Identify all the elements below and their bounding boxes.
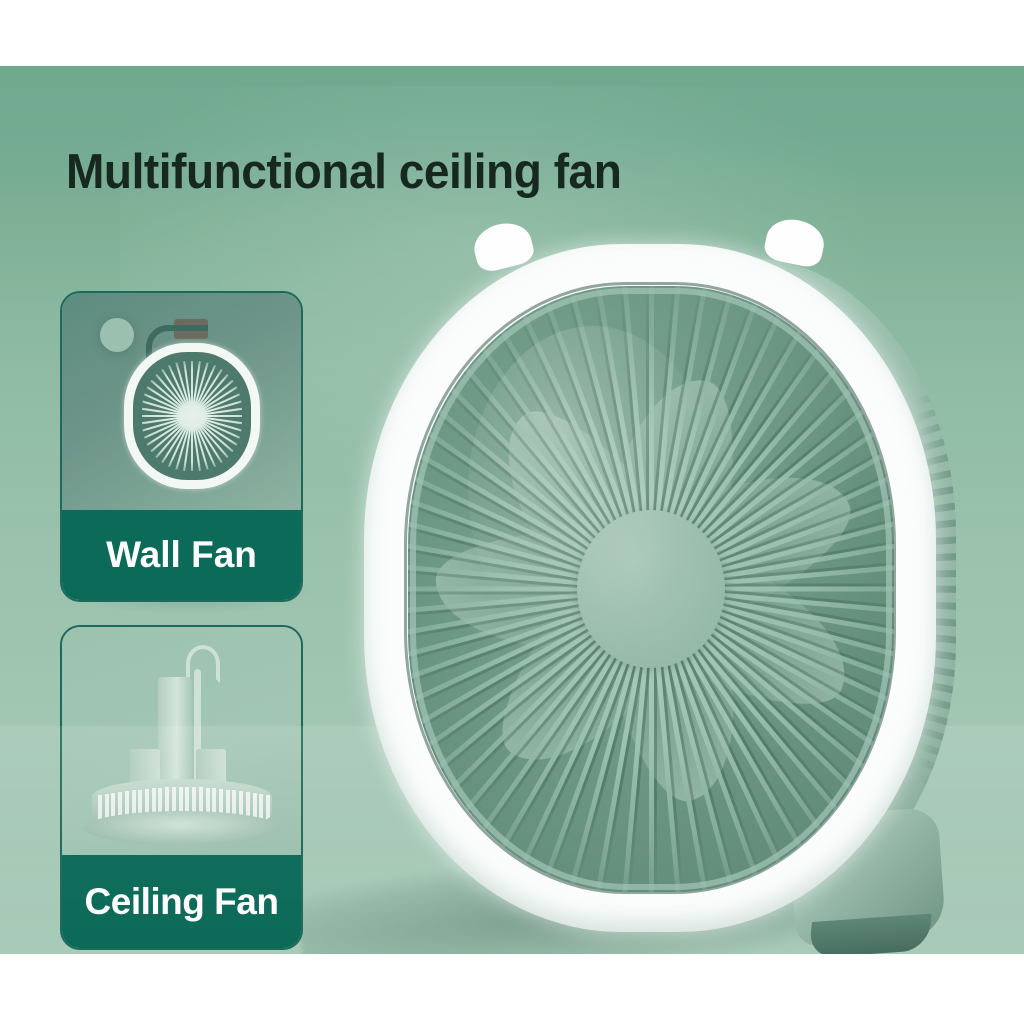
- wall-fan-hub: [100, 318, 134, 352]
- feature-card-wall-fan[interactable]: Wall Fan: [60, 291, 303, 602]
- feature-card-ceiling-fan[interactable]: Ceiling Fan: [60, 625, 303, 950]
- product-photo-panel: Multifunctional ceiling fan: [0, 66, 1024, 954]
- page-title: Multifunctional ceiling fan: [66, 145, 622, 199]
- fan-ring-inner-edge: [404, 282, 896, 894]
- wall-fan-ring: [124, 343, 260, 489]
- ceiling-hook-icon: [186, 645, 220, 683]
- feature-card-wall-fan-image: [62, 293, 301, 511]
- wall-mount-bracket: [146, 325, 208, 383]
- fan-white-ring: [364, 244, 936, 932]
- ceiling-fan-post: [158, 677, 192, 789]
- fan-grille-spokes: [408, 286, 894, 892]
- main-fan-product: [336, 214, 956, 954]
- wall-fan-illustration: [100, 318, 268, 490]
- ceiling-fan-base: [84, 811, 280, 845]
- fan-grille: [408, 286, 894, 892]
- ceiling-fan-illustration: [82, 639, 282, 849]
- feature-card-ceiling-fan-caption: Ceiling Fan: [62, 855, 301, 948]
- feature-card-wall-fan-caption: Wall Fan: [62, 510, 301, 600]
- wall-fan-spokes: [142, 361, 242, 471]
- ceiling-hanger-rod: [194, 669, 201, 789]
- fan-center-hub: [577, 510, 725, 668]
- feature-card-ceiling-fan-image: [62, 627, 301, 856]
